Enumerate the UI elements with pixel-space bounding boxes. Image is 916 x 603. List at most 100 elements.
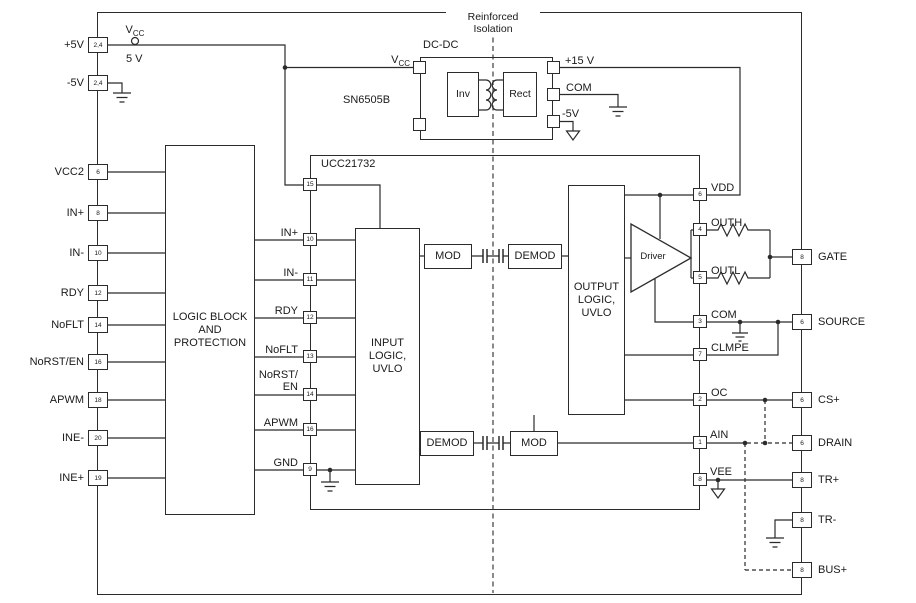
signal-wires (108, 44, 741, 482)
ic-pin-outh: 4 (693, 223, 707, 236)
demod-top-block: DEMOD (508, 244, 562, 269)
dcdc-com-label: COM (566, 82, 592, 94)
junction-dots (282, 65, 781, 483)
terminal-norst-en: 16 (88, 354, 108, 370)
ic-pin-vdd-label: VDD (711, 182, 735, 194)
terminal-plus5v-label: +5V (64, 39, 84, 51)
ic-pin-oc-label: OC (711, 387, 728, 399)
ic-pin-ain: 1 (693, 436, 707, 449)
terminal-source-label: SOURCE (818, 316, 866, 328)
terminal-ine-minus-label: INE- (62, 432, 84, 444)
dcdc-part-label: SN6505B (343, 94, 391, 106)
ic-pin-outh-label: OUTH (711, 217, 743, 229)
ground-icon-source (732, 332, 748, 342)
driver-label: Driver (640, 251, 666, 262)
ic-pin-vee-label: VEE (710, 466, 733, 478)
terminal-minus5v-label: -5V (66, 77, 84, 89)
inverter-block: Inv (447, 72, 479, 117)
isolation-capacitors-icon (482, 249, 504, 450)
ic-pin-in-minus: 11 (303, 273, 317, 286)
terminal-gate-label: GATE (818, 251, 848, 263)
ground-icon-gnd-pin (321, 481, 339, 492)
terminal-tr-minus: 8 (792, 512, 812, 528)
ic-pin-norst-en-label: NoRST/ EN (258, 369, 298, 393)
terminal-apwm-label: APWM (49, 394, 84, 406)
terminal-rdy-label: RDY (60, 287, 84, 299)
ground-icon-neg5v (113, 92, 131, 103)
ic-pin-outl-label: OUTL (711, 265, 741, 277)
dcdc-pin-vcc (413, 61, 426, 74)
terminal-tr-plus-label: TR+ (818, 474, 840, 486)
gate-resistor-low-icon (707, 270, 770, 286)
ic-pin-in-minus-label: IN- (283, 267, 298, 279)
ic-pin-in-plus-label: IN+ (280, 227, 298, 239)
terminal-in-plus-label: IN+ (66, 207, 84, 219)
terminal-ine-minus: 20 (88, 430, 108, 446)
terminal-apwm: 18 (88, 392, 108, 408)
ground-icon-dcdc-com (609, 106, 627, 117)
terminal-drain: 6 (792, 435, 812, 451)
driver-triangle-icon (630, 222, 693, 294)
terminal-drain-label: DRAIN (818, 437, 853, 449)
neg-supply-icon-dcdc (565, 130, 581, 142)
dcdc-pin-15v (547, 61, 560, 74)
ic-pin-com: 3 (693, 315, 707, 328)
output-logic-block: OUTPUT LOGIC, UVLO (568, 185, 625, 415)
terminal-noflt: 14 (88, 317, 108, 333)
ic-pin-ain-label: AIN (710, 429, 729, 441)
mod-top-block: MOD (424, 244, 472, 269)
terminal-vcc2-label: VCC2 (54, 166, 84, 178)
dcdc-15v-label: +15 V (565, 55, 595, 67)
terminal-bus-plus: 8 (792, 562, 812, 578)
rectifier-block: Rect (503, 72, 537, 117)
terminal-bus-plus-label: BUS+ (818, 564, 848, 576)
ic-pin-gnd-label: GND (273, 457, 298, 469)
logic-block: LOGIC BLOCK AND PROTECTION (165, 145, 255, 515)
dcdc-pin-gnd (413, 118, 426, 131)
terminal-ine-plus: 19 (88, 470, 108, 486)
ic-pin-apwm-label: APWM (263, 417, 298, 429)
ic-pin-clmpe-label: CLMPE (711, 342, 749, 354)
vcc-label: VCC (125, 24, 145, 39)
terminal-vcc2: 6 (88, 164, 108, 180)
terminal-tr-minus-label: TR- (818, 514, 837, 526)
terminal-noflt-label: NoFLT (51, 319, 84, 331)
demod-bottom-block: DEMOD (420, 431, 474, 456)
terminal-minus5v: 2,4 (88, 75, 108, 91)
rail-5v-label: 5 V (126, 53, 143, 65)
ic-pin-norst-en: 14 (303, 388, 317, 401)
ic-pin-gnd: 9 (303, 463, 317, 476)
ic-pin-rdy-label: RDY (274, 305, 298, 317)
dcdc-vcc-label: VCC (391, 54, 410, 69)
terminal-plus5v: 2,4 (88, 37, 108, 53)
neg-supply-icon-vee (710, 488, 726, 500)
negative-rail-symbols (565, 130, 726, 500)
terminal-ine-plus-label: INE+ (59, 472, 84, 484)
terminal-in-minus-label: IN- (69, 247, 84, 259)
terminal-in-minus: 10 (88, 245, 108, 261)
ic-pin-clmpe: 7 (693, 348, 707, 361)
input-logic-block: INPUT LOGIC, UVLO (355, 228, 420, 485)
dcdc-title: DC-DC (423, 39, 459, 51)
ic-pin-com-label: COM (711, 309, 737, 321)
terminal-rdy: 12 (88, 285, 108, 301)
ic-pin-noflt: 13 (303, 350, 317, 363)
ic-pin-apwm: 16 (303, 423, 317, 436)
ic-pin-outl: 5 (693, 271, 707, 284)
ic-pin-noflt-label: NoFLT (265, 344, 298, 356)
ic-pin-vee: 8 (693, 473, 707, 486)
terminal-source: 6 (792, 314, 812, 330)
ground-icon-tr-minus (766, 537, 784, 548)
terminal-gate: 8 (792, 249, 812, 265)
transformer-icon (479, 79, 503, 111)
ic-pin-15: 15 (303, 178, 317, 191)
dcdc-pin-neg5v (547, 115, 560, 128)
ic-part-label: UCC21732 (321, 158, 376, 170)
terminal-norst-en-label: NoRST/EN (29, 356, 84, 368)
ground-symbols (113, 92, 784, 548)
dcdc-pin-com (547, 88, 560, 101)
gate-resistor-high-icon (707, 222, 770, 238)
terminal-cs-plus: 6 (792, 392, 812, 408)
